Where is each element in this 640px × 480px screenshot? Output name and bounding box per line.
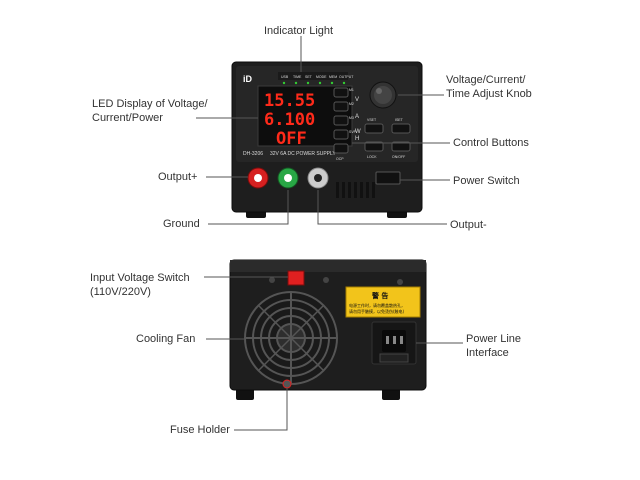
indicator-label-set: SET (305, 75, 313, 79)
knob-inner[interactable] (374, 86, 392, 104)
back-top-edge (230, 260, 426, 272)
button-label-vset: VSET (367, 118, 377, 122)
indicator-label-time: TIME (293, 75, 302, 79)
leader-output-minus (317, 190, 447, 225)
front-vents (336, 182, 375, 198)
button-m3[interactable] (333, 115, 349, 126)
unit-w: W (355, 129, 361, 135)
indicator-dot-output (342, 81, 346, 85)
button-label-lock: LOCK (367, 155, 377, 159)
label-indicator-light: Indicator Light (264, 25, 334, 37)
button-label-svp: SVP (349, 130, 357, 134)
indicator-dot-time (294, 81, 298, 85)
indicator-dot-set (306, 81, 310, 85)
button-svp[interactable] (333, 129, 349, 140)
button-vset[interactable] (364, 123, 384, 134)
control-buttons-left[interactable] (333, 87, 349, 154)
unit-h: H (355, 136, 359, 142)
label-input-voltage-switch: Input Voltage Switch (110V/220V) (90, 272, 190, 298)
label-knob: Voltage/Current/ Time Adjust Knob (446, 74, 532, 100)
indicator-label-usb: USB (281, 75, 289, 79)
control-buttons-right[interactable] (364, 123, 411, 152)
indicator-strip (278, 72, 348, 80)
button-label-onoff: ON/OFF (392, 155, 405, 159)
leader-ground (208, 190, 289, 225)
button-label-iset: ISET (395, 118, 404, 122)
label-power-line: Power Line Interface (466, 333, 522, 359)
indicator-dot-mode (318, 81, 322, 85)
indicator-dot-mem (330, 81, 334, 85)
fuse-holder[interactable] (282, 379, 292, 389)
screw (269, 277, 275, 283)
warning-sticker (345, 286, 421, 318)
front-view: iD USB TIME SET MODE MEM OUTPUT 15.55 6.… (231, 61, 423, 218)
adjust-knob[interactable] (369, 81, 397, 109)
button-label-m1: M1 (349, 88, 354, 92)
terminal-output-minus[interactable] (307, 167, 329, 189)
label-cooling-fan: Cooling Fan (136, 333, 196, 345)
power-switch[interactable] (375, 171, 401, 185)
led-power: OFF (276, 129, 307, 149)
label-fuse-holder: Fuse Holder (170, 424, 230, 436)
leader-fuse-holder (234, 388, 288, 431)
button-iset[interactable] (391, 123, 411, 134)
button-onoff[interactable] (391, 141, 411, 152)
terminal-ground[interactable] (277, 167, 299, 189)
screw (397, 279, 403, 285)
input-voltage-switch[interactable] (287, 270, 305, 286)
screw (323, 277, 329, 283)
label-control-buttons: Control Buttons (453, 137, 529, 149)
button-label-m3: M3 (349, 116, 354, 120)
back-view: 警 告 电源工作时，请勿覆盖散热孔， 请勿用手触摸，以免烫伤(触电) (229, 259, 427, 400)
button-label-m2: M2 (349, 102, 354, 106)
brand-logo: iD (243, 74, 253, 84)
label-output-minus: Output- (450, 219, 487, 231)
label-led-display: LED Display of Voltage/ Current/Power (92, 98, 208, 124)
model-number: DH-3206 (243, 151, 263, 157)
label-ground: Ground (163, 218, 200, 230)
button-m2[interactable] (333, 101, 349, 112)
led-current: 6.100 (264, 110, 315, 130)
button-m1[interactable] (333, 87, 349, 98)
spec-text: 32V 6A DC POWER SUPPLY (270, 151, 336, 157)
button-label-ocp: OCP (336, 157, 344, 161)
indicator-dot-usb (282, 81, 286, 85)
button-ocp[interactable] (333, 143, 349, 154)
indicator-label-mem: MEM (329, 75, 337, 79)
warning-line1: 电源工作时，请勿覆盖散热孔， (349, 302, 405, 308)
unit-v: V (355, 97, 359, 103)
warning-line2: 请勿用手触摸，以免烫伤(触电) (349, 308, 405, 314)
power-inlet (371, 321, 417, 365)
warning-title: 警 告 (372, 291, 388, 300)
knob-highlight (376, 88, 382, 94)
leader-lines (196, 36, 463, 431)
cooling-fan (244, 291, 338, 385)
unit-a: A (355, 114, 359, 120)
indicator-lights (282, 81, 346, 85)
label-output-plus: Output+ (158, 171, 198, 183)
button-lock[interactable] (364, 141, 384, 152)
indicator-label-mode: MODE (316, 75, 327, 79)
label-power-switch: Power Switch (453, 175, 520, 187)
terminal-output-plus[interactable] (247, 167, 269, 189)
led-voltage: 15.55 (264, 91, 315, 111)
indicator-label-output: OUTPUT (339, 75, 354, 79)
